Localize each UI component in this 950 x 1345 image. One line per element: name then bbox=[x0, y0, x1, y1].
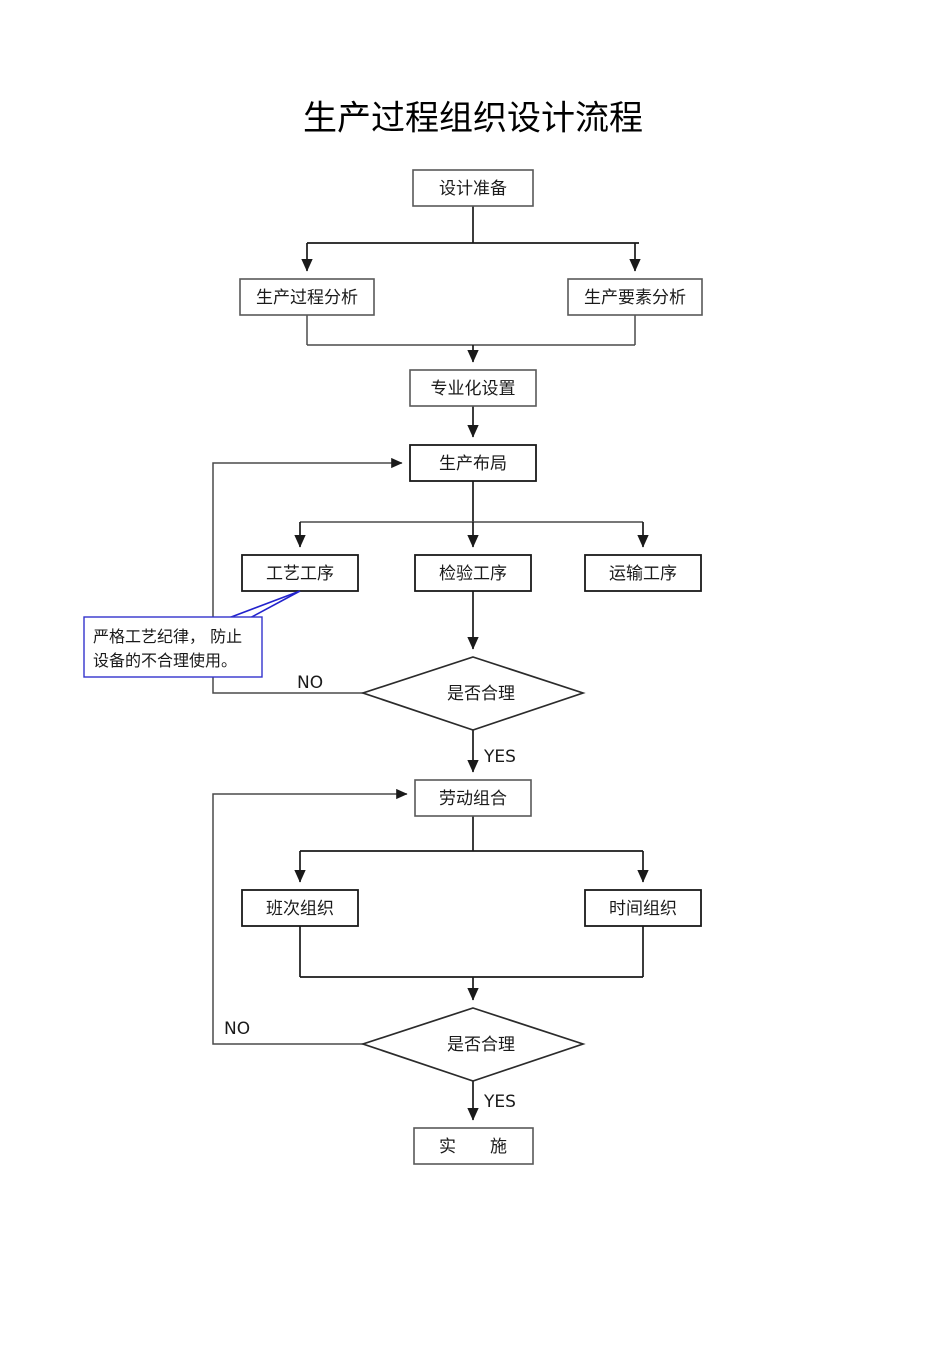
inspection-process-label: 检验工序 bbox=[439, 564, 507, 584]
production-layout-box[interactable] bbox=[409, 444, 537, 482]
decision-1-label: 是否合理 bbox=[447, 684, 515, 704]
shift-organization-box[interactable] bbox=[241, 889, 359, 927]
specialization-label: 专业化设置 bbox=[431, 379, 516, 399]
process-analysis-label: 生产过程分析 bbox=[256, 288, 358, 308]
tech-process-box[interactable] bbox=[241, 554, 359, 592]
node-layer: 设计准备 生产过程分析 生产要素分析 专业化设置 生产布局 工艺工序 bbox=[239, 169, 703, 1165]
decision-2-diamond[interactable] bbox=[360, 1007, 586, 1082]
edge-label-layer: NO YES NO YES bbox=[224, 673, 516, 1112]
node-specialization[interactable]: 专业化设置 bbox=[409, 369, 537, 407]
node-time-organization[interactable]: 时间组织 bbox=[584, 889, 702, 927]
node-process-analysis[interactable]: 生产过程分析 bbox=[239, 278, 375, 316]
node-tech-process[interactable]: 工艺工序 bbox=[241, 554, 359, 592]
implementation-box[interactable] bbox=[413, 1127, 534, 1165]
time-organization-label: 时间组织 bbox=[609, 899, 677, 919]
factor-analysis-label: 生产要素分析 bbox=[584, 288, 686, 308]
node-decision-2[interactable]: 是否合理 bbox=[360, 1007, 586, 1082]
labor-combination-box[interactable] bbox=[414, 779, 532, 817]
transport-process-label: 运输工序 bbox=[609, 564, 677, 584]
callout-box[interactable] bbox=[83, 616, 263, 678]
design-prep-box[interactable] bbox=[412, 169, 534, 207]
node-shift-organization[interactable]: 班次组织 bbox=[241, 889, 359, 927]
callout-leader-line-1 bbox=[247, 590, 301, 620]
specialization-box[interactable] bbox=[409, 369, 537, 407]
callout-line-2: 设备的不合理使用。 bbox=[93, 651, 237, 670]
node-inspection-process[interactable]: 检验工序 bbox=[414, 554, 532, 592]
process-analysis-box[interactable] bbox=[239, 278, 375, 316]
edge-decision2-no-loop bbox=[212, 788, 408, 1045]
implementation-label: 实 施 bbox=[439, 1137, 507, 1157]
transport-process-box[interactable] bbox=[584, 554, 702, 592]
edge-label-no-2: NO bbox=[224, 1019, 250, 1039]
labor-combination-label: 劳动组合 bbox=[439, 789, 507, 809]
node-design-prep[interactable]: 设计准备 bbox=[412, 169, 534, 207]
node-transport-process[interactable]: 运输工序 bbox=[584, 554, 702, 592]
callout-line-1: 严格工艺纪律， 防止 bbox=[93, 627, 242, 646]
node-factor-analysis[interactable]: 生产要素分析 bbox=[567, 278, 703, 316]
edge-label-yes-2: YES bbox=[483, 1092, 516, 1112]
connector-layer bbox=[212, 206, 649, 1121]
node-implementation[interactable]: 实 施 bbox=[413, 1127, 534, 1165]
tech-process-label: 工艺工序 bbox=[266, 564, 334, 584]
edge-label-yes-1: YES bbox=[483, 747, 516, 767]
time-organization-box[interactable] bbox=[584, 889, 702, 927]
callout-note[interactable]: 严格工艺纪律， 防止 设备的不合理使用。 bbox=[83, 590, 301, 678]
node-decision-1[interactable]: 是否合理 bbox=[360, 656, 586, 731]
node-labor-combination[interactable]: 劳动组合 bbox=[414, 779, 532, 817]
decision-1-diamond[interactable] bbox=[360, 656, 586, 731]
design-prep-label: 设计准备 bbox=[439, 179, 507, 199]
production-layout-label: 生产布局 bbox=[439, 454, 507, 474]
decision-2-label: 是否合理 bbox=[447, 1035, 515, 1055]
edge-decision1-no-loop bbox=[212, 457, 403, 694]
factor-analysis-box[interactable] bbox=[567, 278, 703, 316]
node-production-layout[interactable]: 生产布局 bbox=[409, 444, 537, 482]
inspection-process-box[interactable] bbox=[414, 554, 532, 592]
page-title: 生产过程组织设计流程 bbox=[303, 99, 643, 139]
shift-organization-label: 班次组织 bbox=[266, 899, 334, 919]
edge-label-no-1: NO bbox=[297, 673, 323, 693]
